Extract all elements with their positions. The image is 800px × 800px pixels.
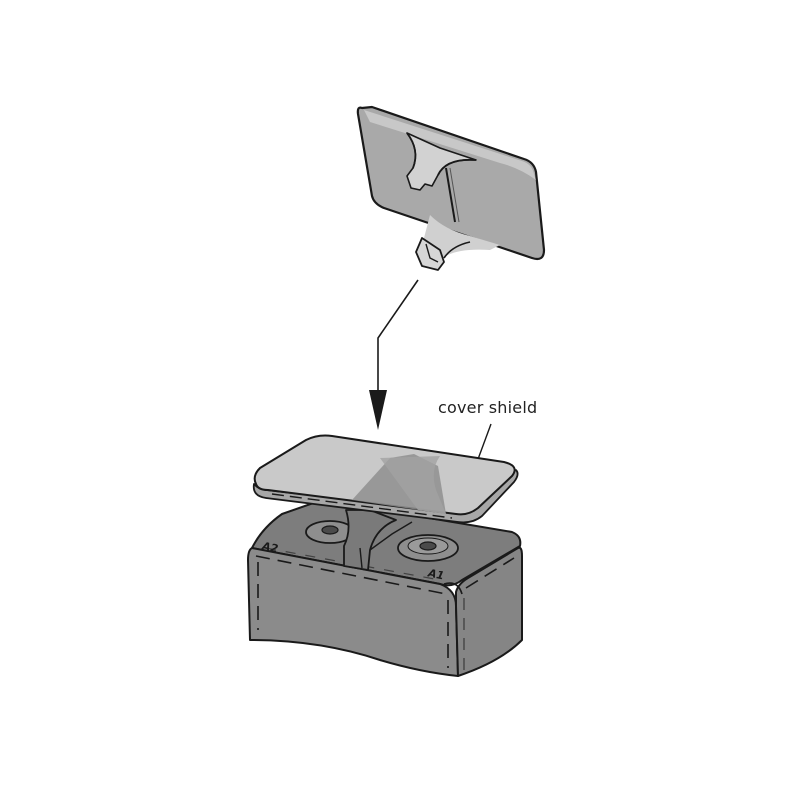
install-direction-arrow — [369, 279, 419, 430]
cover-shield-installed — [252, 434, 519, 571]
cover-shield-callout-label: cover shield — [438, 398, 538, 417]
terminal-block — [247, 499, 523, 677]
cover-shield-exploded — [356, 105, 546, 271]
